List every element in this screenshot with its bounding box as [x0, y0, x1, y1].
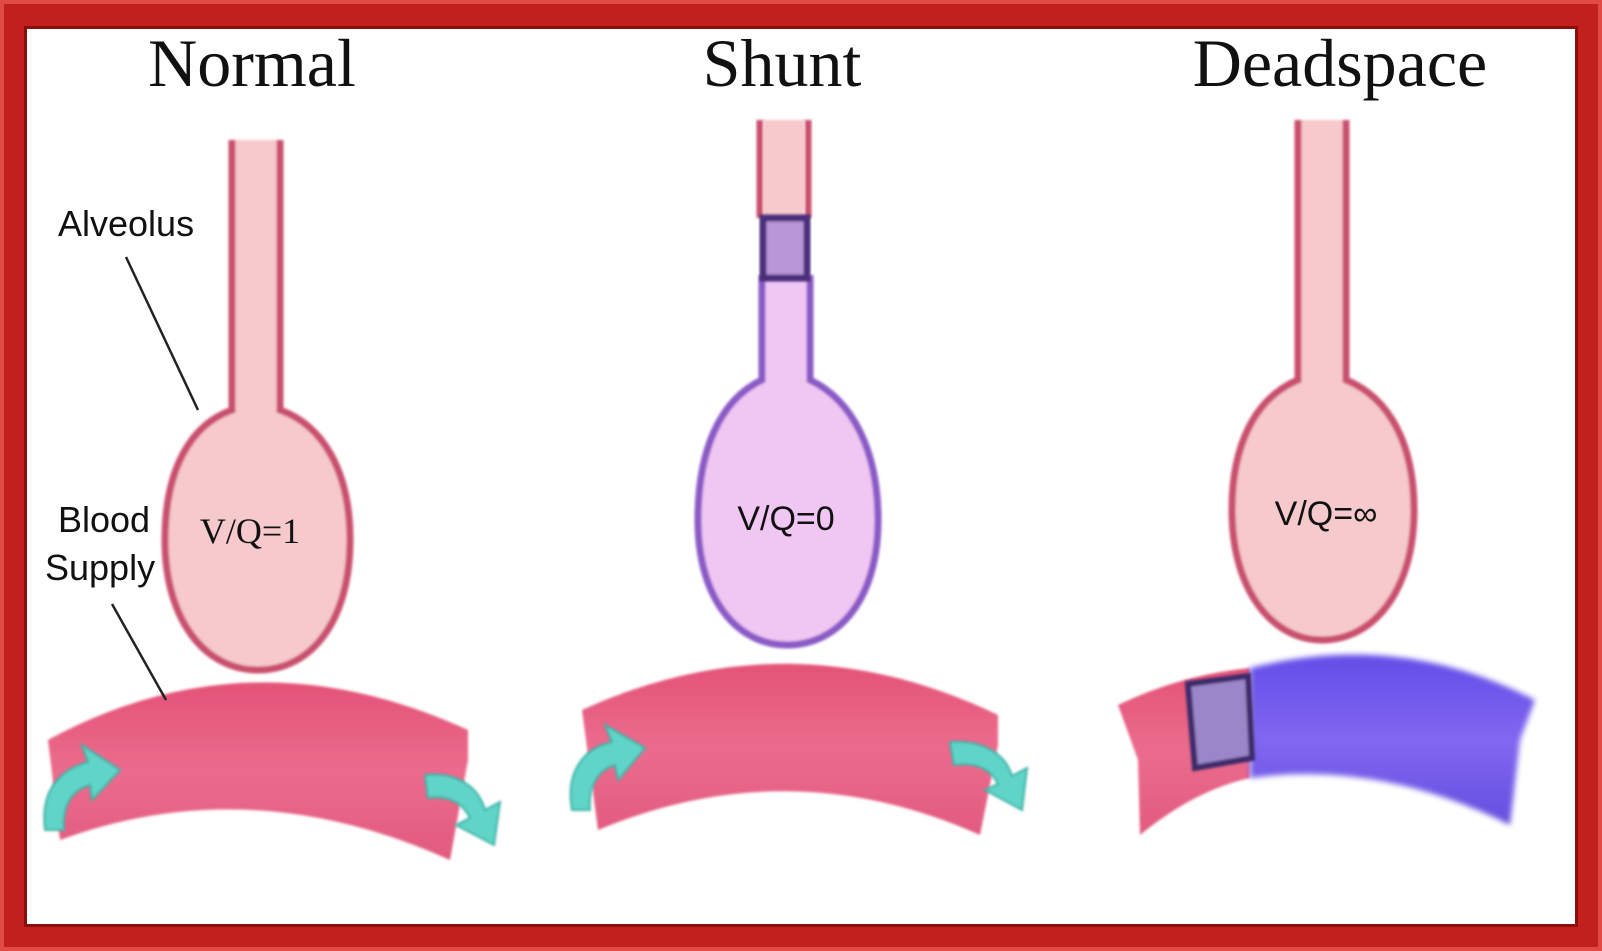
panel-shunt: V/Q=0: [571, 120, 1027, 835]
blockage-square-icon: [1188, 676, 1252, 768]
alveolus-label: Alveolus: [58, 203, 194, 244]
vq-ratio-deadspace: V/Q=∞: [1275, 495, 1378, 533]
alveolus-shunt: [698, 275, 878, 645]
vq-ratio-normal: V/Q=1: [200, 511, 300, 551]
alveolus-leader-line: [126, 257, 198, 410]
vq-ratio-shunt: V/Q=0: [737, 500, 834, 538]
blood-supply-label-line2: Supply: [45, 547, 155, 588]
blood-supply-leader-line: [112, 604, 166, 700]
blood-supply-label-line1: Blood: [58, 499, 150, 540]
panel-title-shunt: Shunt: [703, 25, 862, 101]
panel-title-deadspace: Deadspace: [1193, 25, 1487, 101]
capillary-deadspace-blue: [1250, 655, 1535, 825]
panel-title-normal: Normal: [148, 25, 356, 101]
alveolus-deadspace: [1232, 120, 1414, 640]
blockage-square-icon: [763, 218, 807, 278]
panel-deadspace: V/Q=∞: [1118, 120, 1535, 835]
